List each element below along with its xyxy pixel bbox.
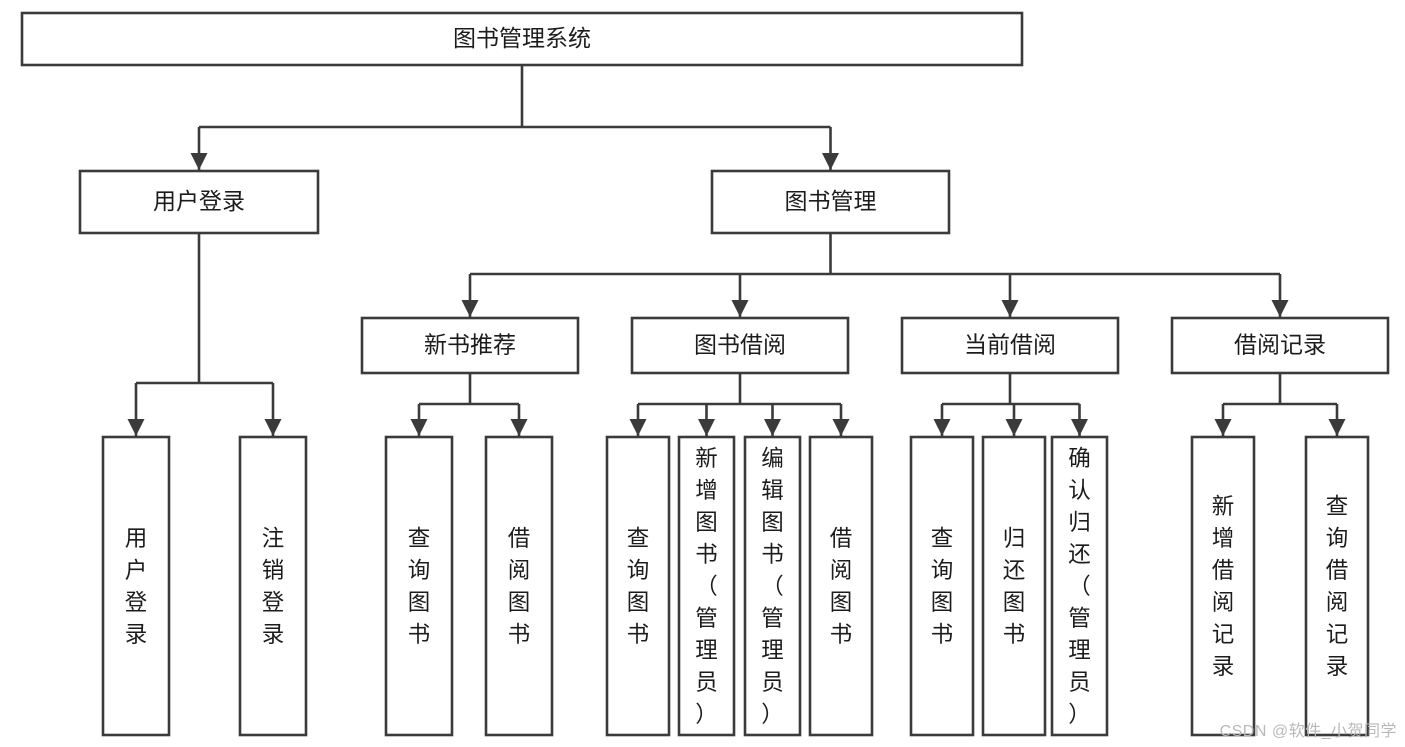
node-book-borrow[interactable]: 图书借阅	[630, 316, 850, 375]
node-label-leaf-user-login: 用户登录	[125, 526, 148, 647]
node-label-leaf-query-record: 查询借阅记录	[1326, 494, 1349, 679]
arrow-head-icon-book-manage-3	[1271, 300, 1289, 317]
node-label-leaf-confirm-return: 确认归还（管理员）	[1068, 446, 1091, 727]
node-label-leaf-logout: 注销登录	[262, 526, 285, 647]
arrow-head-icon-current-borrow-1	[1005, 419, 1023, 436]
node-leaf-query-book-3[interactable]: 查询图书	[909, 435, 975, 737]
node-box-leaf-add-record[interactable]	[1190, 435, 1256, 737]
node-label-leaf-borrow-book-2: 借阅图书	[830, 526, 853, 647]
arrow-head-icon-root-0	[190, 153, 208, 170]
arrow-head-icon-new-book-rec-1	[510, 419, 528, 436]
node-box-leaf-borrow-book-1[interactable]	[484, 435, 554, 737]
arrow-head-icon-borrow-record-1	[1328, 419, 1346, 436]
node-box-leaf-borrow-book-2[interactable]	[808, 435, 874, 737]
node-leaf-borrow-book-2[interactable]: 借阅图书	[808, 435, 874, 737]
node-box-leaf-query-record[interactable]	[1304, 435, 1370, 737]
node-label-book-manage: 图书管理	[785, 188, 877, 214]
arrow-head-icon-book-manage-0	[461, 300, 479, 317]
arrow-head-icon-book-borrow-0	[629, 419, 647, 436]
node-label-leaf-query-book-1: 查询图书	[408, 526, 431, 647]
node-leaf-query-book-2[interactable]: 查询图书	[605, 435, 671, 737]
node-box-leaf-logout[interactable]	[238, 435, 308, 737]
arrow-head-icon-book-borrow-1	[698, 419, 715, 436]
node-box-user-login[interactable]	[78, 169, 320, 235]
node-box-leaf-query-book-2[interactable]	[605, 435, 671, 737]
node-box-leaf-edit-book[interactable]	[743, 435, 802, 737]
arrow-head-icon-user-login-1	[264, 419, 282, 436]
node-box-leaf-user-login[interactable]	[101, 435, 171, 737]
node-label-user-login: 用户登录	[153, 188, 245, 214]
node-label-leaf-query-book-3: 查询图书	[931, 526, 954, 647]
node-label-leaf-add-record: 新增借阅记录	[1212, 494, 1235, 679]
node-new-book-rec[interactable]: 新书推荐	[360, 316, 580, 375]
node-box-leaf-confirm-return[interactable]	[1050, 435, 1109, 737]
node-leaf-return-book[interactable]: 归还图书	[981, 435, 1047, 737]
node-leaf-confirm-return[interactable]: 确认归还（管理员）	[1050, 435, 1109, 737]
node-label-leaf-return-book: 归还图书	[1003, 526, 1026, 647]
node-leaf-logout[interactable]: 注销登录	[238, 435, 308, 737]
node-box-leaf-add-book[interactable]	[677, 435, 736, 737]
arrow-head-icon-user-login-0	[127, 419, 145, 436]
node-label-current-borrow: 当前借阅	[964, 332, 1056, 358]
node-layer: 图书管理系统用户登录图书管理新书推荐图书借阅当前借阅借阅记录用户登录注销登录查询…	[20, 11, 1390, 737]
node-leaf-borrow-book-1[interactable]: 借阅图书	[484, 435, 554, 737]
node-leaf-query-record[interactable]: 查询借阅记录	[1304, 435, 1370, 737]
arrow-head-icon-borrow-record-0	[1214, 419, 1232, 436]
node-box-book-manage[interactable]	[710, 169, 951, 235]
node-leaf-user-login[interactable]: 用户登录	[101, 435, 171, 737]
node-borrow-record[interactable]: 借阅记录	[1170, 316, 1390, 375]
arrow-head-icon-current-borrow-2	[1071, 419, 1088, 436]
node-leaf-add-book[interactable]: 新增图书（管理员）	[677, 435, 736, 737]
node-leaf-query-book-1[interactable]: 查询图书	[384, 435, 454, 737]
node-label-book-borrow: 图书借阅	[694, 332, 786, 358]
node-leaf-edit-book[interactable]: 编辑图书（管理员）	[743, 435, 802, 737]
node-label-new-book-rec: 新书推荐	[424, 332, 516, 358]
node-label-leaf-edit-book: 编辑图书（管理员）	[761, 446, 784, 727]
node-root[interactable]: 图书管理系统	[20, 11, 1024, 67]
node-label-root: 图书管理系统	[453, 25, 591, 51]
node-label-leaf-query-book-2: 查询图书	[627, 526, 650, 647]
arrow-head-icon-book-borrow-2	[764, 419, 781, 436]
node-box-borrow-record[interactable]	[1170, 316, 1390, 375]
node-label-borrow-record: 借阅记录	[1234, 332, 1326, 358]
connector-layer	[127, 65, 1346, 436]
arrow-head-icon-current-borrow-0	[933, 419, 951, 436]
node-box-leaf-query-book-3[interactable]	[909, 435, 975, 737]
arrow-head-icon-book-manage-2	[1001, 300, 1019, 317]
arrow-head-icon-book-manage-1	[731, 300, 749, 317]
node-box-leaf-query-book-1[interactable]	[384, 435, 454, 737]
node-box-root[interactable]	[20, 11, 1024, 67]
arrow-head-icon-root-1	[822, 153, 839, 170]
node-current-borrow[interactable]: 当前借阅	[900, 316, 1120, 375]
node-leaf-add-record[interactable]: 新增借阅记录	[1190, 435, 1256, 737]
node-box-new-book-rec[interactable]	[360, 316, 580, 375]
node-user-login[interactable]: 用户登录	[78, 169, 320, 235]
node-box-book-borrow[interactable]	[630, 316, 850, 375]
arrow-head-icon-new-book-rec-0	[410, 419, 428, 436]
arrow-head-icon-book-borrow-3	[832, 419, 850, 436]
node-label-leaf-add-book: 新增图书（管理员）	[695, 446, 718, 727]
node-box-current-borrow[interactable]	[900, 316, 1120, 375]
node-box-leaf-return-book[interactable]	[981, 435, 1047, 737]
node-label-leaf-borrow-book-1: 借阅图书	[508, 526, 531, 647]
node-book-manage[interactable]: 图书管理	[710, 169, 951, 235]
